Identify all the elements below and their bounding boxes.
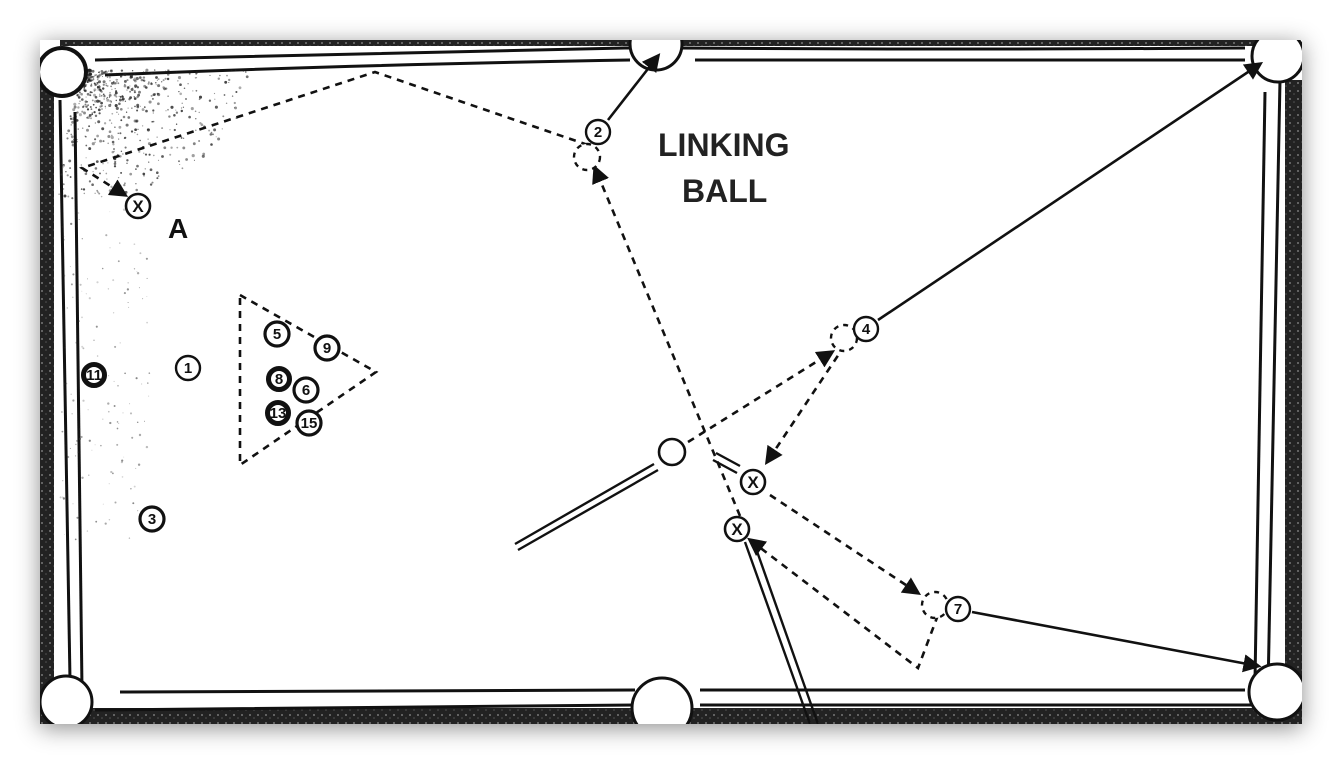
ball-1-circle [174,354,202,382]
cue-stick-left [514,462,659,552]
path-ball-2-to-pocket [606,53,661,121]
path-cue-to-ghost-4 [687,350,836,444]
ball-9-number: 9 [323,340,331,357]
path-ghost-7-bounce [747,537,940,671]
cue-sticks [514,451,820,724]
ball-1-number: 1 [184,360,192,377]
ghost-ball-2 [572,142,602,172]
ball-2-circle [584,118,612,146]
ball-3-circle [138,505,166,533]
ball-9-circle [313,334,341,362]
ball-11: 11 [81,362,107,388]
table-rails [40,40,1302,724]
object-balls: 1 2 3 4 5 6 7 8 9 11 13 15 [81,118,972,623]
ball-2: 2 [584,118,612,146]
path-ball-4-to-pocket [877,61,1264,322]
ball-5-number: 5 [273,326,281,343]
ball-5-circle [263,320,291,348]
pocket-top-left [40,46,88,98]
ball-3-number: 3 [148,511,156,528]
ghost-balls [572,142,950,620]
x-marker-bottom-label: X [731,520,743,539]
ball-11-number: 11 [86,367,102,384]
title-line-1: LINKING [658,127,790,163]
ball-15-circle [295,409,323,437]
x-marker-center: X [739,468,767,496]
path-cue-to-ghost-2 [592,164,747,529]
ball-13-number: 13 [270,405,287,422]
ball-1: 1 [174,354,202,382]
cue-stick-bottom [743,539,820,724]
path-cue-bounce-2 [78,70,589,197]
ball-7: 7 [944,595,972,623]
ghost-ball-7 [920,590,950,620]
pocket-bottom-right [1247,662,1302,722]
cue-ball [657,437,687,467]
path-x-to-ghost-7 [769,493,922,596]
x-marker-a-label: X [132,197,144,216]
ball-9: 9 [313,334,341,362]
ball-6: 6 [292,376,320,404]
ball-15: 15 [295,409,323,437]
ball-4: 4 [852,315,880,343]
path-ball-7-to-pocket [971,610,1262,673]
ball-11-inner [86,367,102,383]
point-label-a: A [168,213,188,244]
pocket-bottom-middle [630,676,694,724]
ball-2-number: 2 [594,124,602,141]
ball-8-inner [271,371,287,387]
ball-6-circle [292,376,320,404]
x-marker-center-label: X [747,473,759,492]
ball-13: 13 [265,400,291,426]
path-ghost-4-to-x [764,344,847,466]
cue-stick-fragment [712,451,741,475]
ball-3: 3 [138,505,166,533]
ball-13-inner [270,405,286,421]
pocket-bottom-left [40,674,94,724]
pool-table-diagram: X X X 1 2 3 4 5 6 7 8 9 11 13 15 LINKING BALL A [40,40,1302,724]
ball-5: 5 [263,320,291,348]
shot-paths [78,53,1264,673]
x-marker-a: X [124,192,152,220]
ball-4-circle [852,315,880,343]
ball-15-number: 15 [301,415,318,432]
title-line-2: BALL [682,173,767,209]
ball-8: 8 [266,366,292,392]
x-marker-bottom: X [723,515,751,543]
diagram-frame: X X X 1 2 3 4 5 6 7 8 9 11 13 15 LINKING BALL A [40,40,1302,724]
ball-8-number: 8 [275,371,283,388]
ball-7-circle [944,595,972,623]
pocket-top-right [1250,40,1302,84]
ball-6-number: 6 [302,382,310,399]
ball-7-number: 7 [954,601,962,618]
ball-4-number: 4 [862,321,871,338]
